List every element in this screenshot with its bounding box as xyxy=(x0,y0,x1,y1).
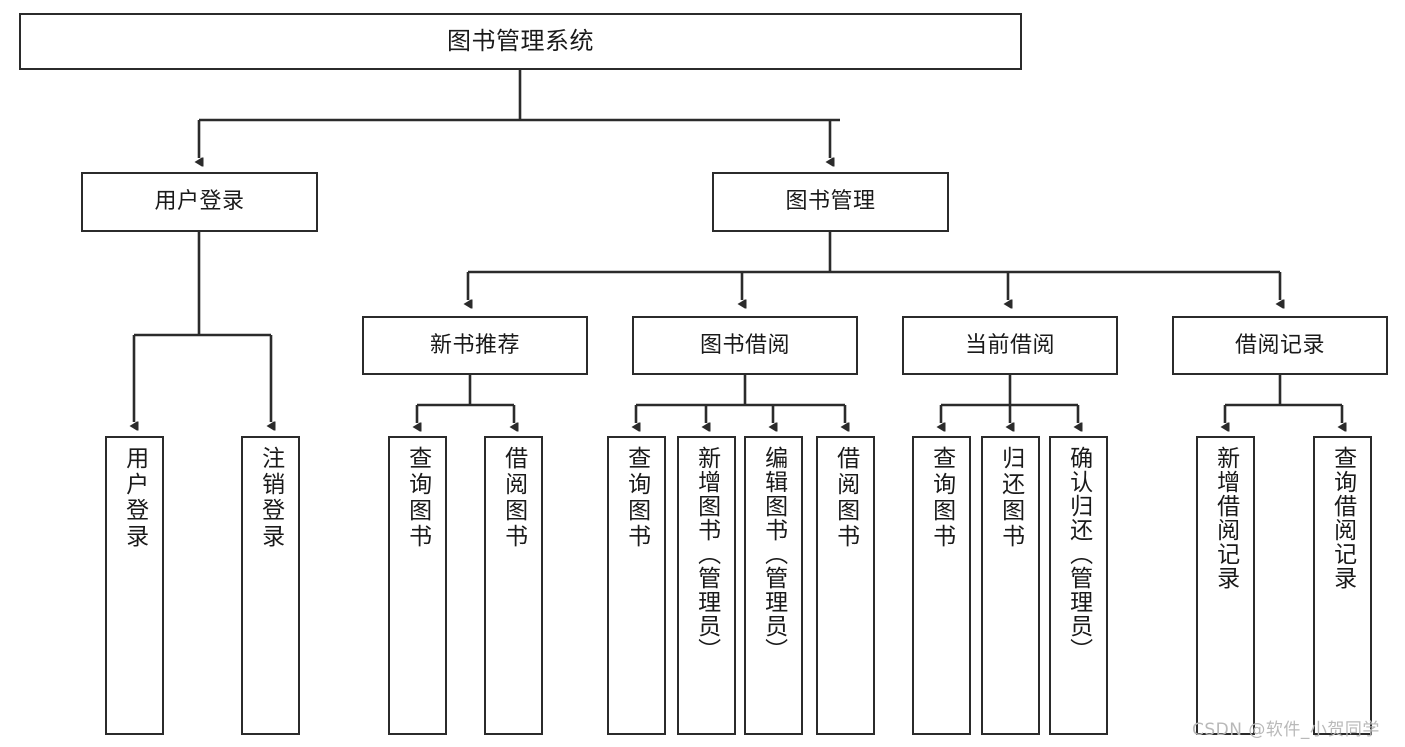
node-label: 确认归还（管理员） xyxy=(1065,446,1092,662)
node-user-login[interactable]: 用户登录 xyxy=(81,172,318,232)
node-label: 当前借阅 xyxy=(964,332,1055,358)
node-label: 图书管理系统 xyxy=(447,27,594,56)
node-label: 编辑图书（管理员） xyxy=(760,446,787,662)
node-label: 借阅图书 xyxy=(500,446,527,550)
node-label: 借阅记录 xyxy=(1234,332,1325,358)
node-label: 查询图书 xyxy=(623,446,650,550)
node-label: 图书管理 xyxy=(785,189,876,215)
leaf-current-borrow-confirm-return[interactable]: 确认归还（管理员） xyxy=(1049,436,1108,735)
leaf-new-book-query-book[interactable]: 查询图书 xyxy=(388,436,447,735)
node-book-borrow[interactable]: 图书借阅 xyxy=(632,316,858,375)
leaf-borrow-record-add-record[interactable]: 新增借阅记录 xyxy=(1196,436,1255,735)
leaf-book-borrow-edit-book[interactable]: 编辑图书（管理员） xyxy=(744,436,803,735)
leaf-current-borrow-return-book[interactable]: 归还图书 xyxy=(981,436,1040,735)
node-label: 新增图书（管理员） xyxy=(693,446,720,662)
node-label: 归还图书 xyxy=(997,446,1024,550)
leaf-current-borrow-query-book[interactable]: 查询图书 xyxy=(912,436,971,735)
node-root-system[interactable]: 图书管理系统 xyxy=(19,13,1022,70)
leaf-book-borrow-borrow-book[interactable]: 借阅图书 xyxy=(816,436,875,735)
leaf-user-login-login[interactable]: 用户登录 xyxy=(105,436,164,735)
node-label: 图书借阅 xyxy=(699,332,790,358)
node-current-borrow[interactable]: 当前借阅 xyxy=(902,316,1118,375)
leaf-new-book-borrow-book[interactable]: 借阅图书 xyxy=(484,436,543,735)
leaf-book-borrow-add-book[interactable]: 新增图书（管理员） xyxy=(677,436,736,735)
node-label: 查询图书 xyxy=(928,446,955,550)
node-new-book-recommend[interactable]: 新书推荐 xyxy=(362,316,588,375)
leaf-book-borrow-query-book[interactable]: 查询图书 xyxy=(607,436,666,735)
node-label: 借阅图书 xyxy=(832,446,859,550)
node-label: 注销登录 xyxy=(257,446,284,550)
node-borrow-record[interactable]: 借阅记录 xyxy=(1172,316,1388,375)
leaf-borrow-record-query-record[interactable]: 查询借阅记录 xyxy=(1313,436,1372,735)
node-label: 用户登录 xyxy=(154,189,245,215)
node-label: 查询图书 xyxy=(404,446,431,550)
leaf-user-login-logout[interactable]: 注销登录 xyxy=(241,436,300,735)
node-book-management[interactable]: 图书管理 xyxy=(712,172,949,232)
node-label: 用户登录 xyxy=(121,446,148,550)
node-label: 新书推荐 xyxy=(429,332,520,358)
node-label: 新增借阅记录 xyxy=(1212,446,1239,590)
csdn-watermark: CSDN @软件_小贺同学 xyxy=(1192,720,1380,740)
node-label: 查询借阅记录 xyxy=(1329,446,1356,590)
